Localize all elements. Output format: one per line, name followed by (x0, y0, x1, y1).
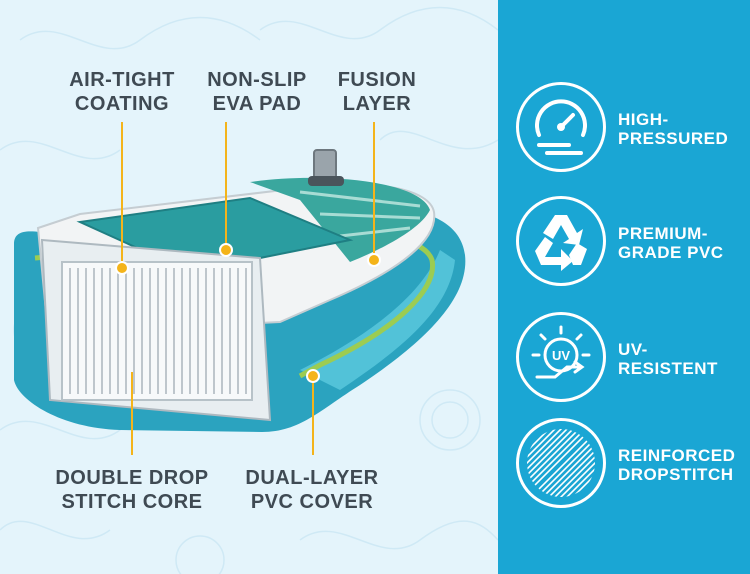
feature-uv-resistent: UV UV- RESISTENT (516, 312, 746, 408)
feature-high-pressured: HIGH- PRESSURED (516, 82, 746, 178)
callout-line-1: DOUBLE DROP (55, 467, 209, 489)
callout-lines (121, 122, 375, 455)
callout-line-2: STITCH CORE (61, 491, 203, 513)
features-panel: HIGH- PRESSURED PREMIUM- GRADE PVC (498, 0, 750, 574)
feature-line-1: PREMIUM- (618, 224, 708, 243)
callout-line-2: PVC COVER (250, 491, 374, 513)
board-diagram-panel: AIR-TIGHT COATING NON-SLIP EVA PAD FUSIO… (0, 6, 498, 574)
feature-line-1: REINFORCED (618, 446, 736, 465)
uv-glyph: UV (552, 348, 570, 363)
feature-badge (516, 196, 606, 286)
callout-dual-layer-pvc-cover: DUAL-LAYER PVC COVER (242, 466, 382, 514)
valve-icon (313, 149, 337, 181)
callout-line-1: AIR-TIGHT (69, 69, 175, 91)
callout-line-1: FUSION (337, 69, 417, 91)
callout-fusion-layer: FUSION LAYER (322, 68, 432, 116)
callout-dots (115, 243, 381, 383)
drop-stitch-core (61, 261, 253, 401)
callout-air-tight-coating: AIR-TIGHT COATING (62, 68, 182, 116)
dropstitch-pattern-icon (527, 429, 595, 497)
gauge-icon (535, 99, 587, 155)
feature-reinforced-dropstitch: REINFORCED DROPSTITCH (516, 418, 746, 514)
feature-badge: UV (516, 312, 606, 402)
deck-print (250, 177, 430, 262)
feature-label: UV- RESISTENT (618, 340, 718, 378)
feature-premium-grade-pvc: PREMIUM- GRADE PVC (516, 196, 746, 292)
uv-sun-icon: UV (531, 325, 591, 379)
callout-line-1: DUAL-LAYER (245, 467, 379, 489)
callout-line-2: EVA PAD (212, 93, 302, 115)
callout-non-slip-eva-pad: NON-SLIP EVA PAD (192, 68, 322, 116)
sup-board-cross-section (14, 122, 466, 455)
feature-line-1: HIGH- (618, 110, 669, 129)
feature-label: HIGH- PRESSURED (618, 110, 728, 148)
feature-badge (516, 82, 606, 172)
feature-line-2: RESISTENT (618, 359, 718, 378)
feature-line-1: UV- (618, 340, 648, 359)
callout-line-2: COATING (74, 93, 170, 115)
callout-double-drop-stitch-core: DOUBLE DROP STITCH CORE (48, 466, 216, 514)
feature-line-2: GRADE PVC (618, 243, 724, 262)
callout-line-1: NON-SLIP (207, 69, 307, 91)
feature-label: PREMIUM- GRADE PVC (618, 224, 724, 262)
valve-base (308, 176, 344, 186)
recycle-icon (535, 215, 587, 271)
callout-line-2: LAYER (342, 93, 412, 115)
feature-line-2: DROPSTITCH (618, 465, 734, 484)
feature-line-2: PRESSURED (618, 129, 729, 148)
feature-label: REINFORCED DROPSTITCH (618, 446, 735, 484)
feature-badge (516, 418, 606, 508)
